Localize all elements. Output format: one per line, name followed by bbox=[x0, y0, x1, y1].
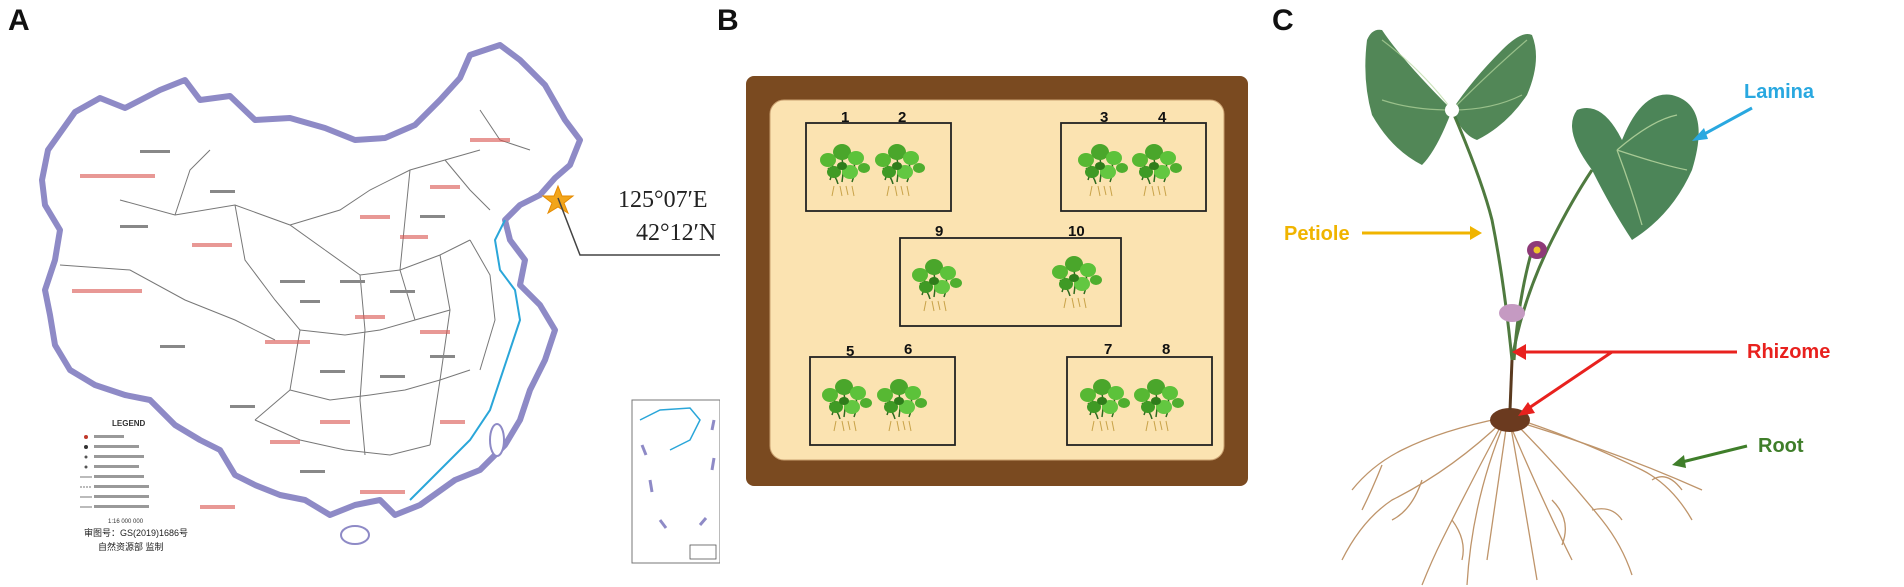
map-legend: LEGEND 1:16 000 000 审图号：GS(2019)1686号 自然… bbox=[80, 419, 188, 552]
map-issuer: 自然资源部 监制 bbox=[98, 541, 164, 552]
plot-number-5: 5 bbox=[846, 343, 854, 360]
plot-9-10: 9 10 bbox=[899, 223, 1122, 327]
plot-number-7: 7 bbox=[1104, 341, 1112, 358]
rhizome-annotation: Rhizome bbox=[1512, 341, 1830, 416]
map-scale: 1:16 000 000 bbox=[108, 519, 144, 525]
plot-5-6: 5 6 bbox=[809, 341, 956, 446]
plot-7-8: 7 8 bbox=[1066, 341, 1213, 446]
panel-b-letter: B bbox=[717, 4, 739, 37]
province-boundaries bbox=[59, 109, 531, 456]
hainan-island bbox=[340, 525, 370, 545]
latitude-label: 42°12′N bbox=[636, 220, 716, 246]
plot-number-10: 10 bbox=[1068, 223, 1085, 240]
leader-line bbox=[557, 197, 720, 256]
coastline bbox=[409, 219, 522, 501]
longitude-label: 125°07′E bbox=[618, 187, 708, 213]
panel-a-letter: A bbox=[8, 4, 30, 37]
plot-layout-panel: 1 2 3 4 9 10 5 6 7 8 bbox=[746, 76, 1248, 486]
legend-title: LEGEND bbox=[112, 419, 146, 428]
plot-3-4: 3 4 bbox=[1060, 109, 1207, 212]
lamina-annotation: Lamina bbox=[1692, 81, 1815, 141]
panel-c-letter: C bbox=[1272, 4, 1294, 37]
plant-anatomy-panel: Lamina Petiole Rhizome Root bbox=[1284, 29, 1830, 586]
south-china-sea-inset bbox=[631, 399, 720, 564]
rhizome-label: Rhizome bbox=[1747, 341, 1830, 363]
plot-1-2: 1 2 bbox=[805, 109, 952, 212]
plot-number-2: 2 bbox=[898, 109, 906, 126]
province-labels bbox=[72, 138, 510, 509]
plot-number-6: 6 bbox=[904, 341, 912, 358]
plot-number-1: 1 bbox=[841, 109, 849, 126]
lamina-label: Lamina bbox=[1744, 81, 1815, 103]
map-approval-number: 审图号：GS(2019)1686号 bbox=[84, 527, 188, 538]
purple-sheath bbox=[1499, 304, 1525, 322]
petiole-annotation: Petiole bbox=[1284, 223, 1482, 245]
lamina-leaf-right bbox=[1572, 94, 1699, 240]
lamina-leaf-left bbox=[1365, 29, 1536, 166]
plot-number-3: 3 bbox=[1100, 109, 1108, 126]
taiwan-island bbox=[489, 423, 505, 457]
plot-number-9: 9 bbox=[935, 223, 943, 240]
root-label: Root bbox=[1758, 435, 1804, 457]
plot-number-4: 4 bbox=[1158, 109, 1167, 126]
city-labels bbox=[120, 150, 455, 473]
plot-number-8: 8 bbox=[1162, 341, 1170, 358]
china-outline bbox=[39, 42, 583, 518]
root-system bbox=[1341, 417, 1703, 586]
china-map-panel: 125°07′E 42°12′N LEGEND 1:16 000 000 审图号… bbox=[39, 42, 720, 564]
root-annotation: Root bbox=[1672, 435, 1804, 468]
petiole-label: Petiole bbox=[1284, 223, 1350, 245]
